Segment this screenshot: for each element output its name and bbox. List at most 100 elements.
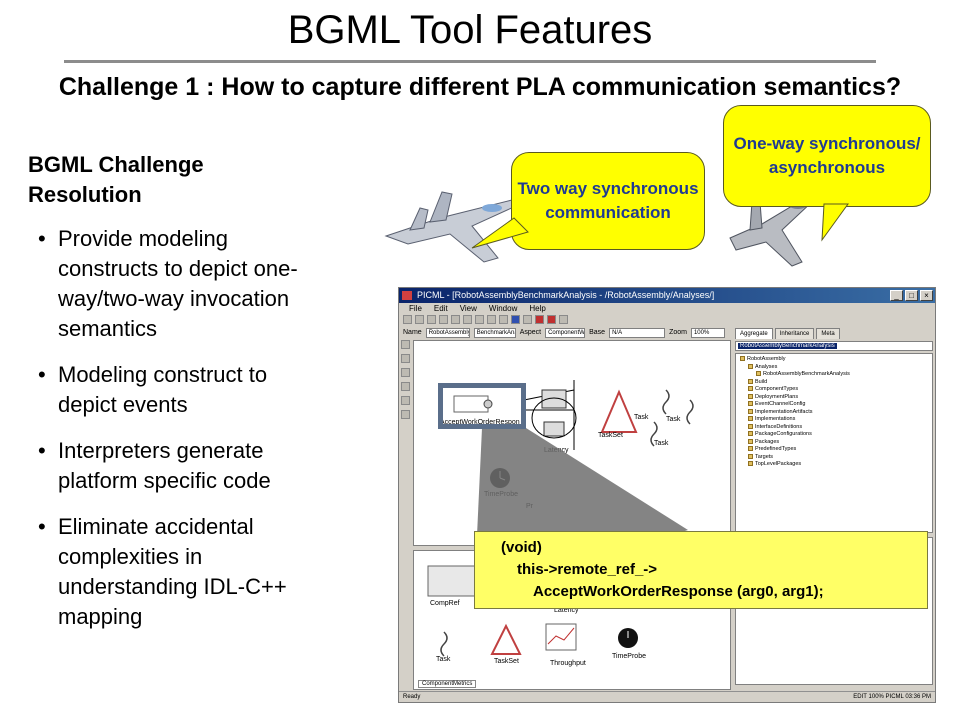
zoom-icon[interactable] [511,315,520,324]
bullet-dot-icon: • [38,438,46,463]
aspect-label: Aspect [519,329,542,336]
folder-icon [748,438,753,444]
palette-tab[interactable]: ComponentMetrics [418,680,477,688]
tree-item-label: Build [755,378,768,385]
palette-label-taskset: TaskSet [494,658,519,665]
status-indicators: EDIT 100% PICML 03:36 PM [853,694,931,700]
undo-icon[interactable] [451,315,460,324]
title-rule [64,60,876,63]
folder-icon [748,461,753,467]
canvas-label-latency: Latency [544,447,569,454]
model-icon [756,371,761,377]
tree-item-label: Analyses [755,363,778,370]
menu-edit[interactable]: Edit [433,304,448,313]
selection-highlight [438,383,526,429]
close-button[interactable]: × [920,290,933,301]
tree-item[interactable]: ComponentTypes [740,386,928,394]
zoom-mode-icon[interactable] [401,396,410,405]
tree-item-label: RobotAssemblyBenchmarkAnalysis [763,371,850,377]
folder-icon [748,431,753,437]
resolution-heading: BGML Challenge Resolution [28,152,204,207]
status-text: Ready [403,694,421,700]
bullet-dot-icon: • [38,514,46,539]
aspect-select[interactable]: ComponentWo [545,327,586,338]
menu-file[interactable]: File [409,304,422,313]
save-icon[interactable] [427,315,436,324]
grid-icon[interactable] [523,315,532,324]
window-title: PICML - [RobotAssemblyBenchmarkAnalysis … [417,290,715,300]
maximize-button[interactable]: □ [905,290,918,301]
callout-pointer [821,203,849,242]
folder-icon [748,416,753,422]
interpreter-icon[interactable] [535,315,544,324]
redo-icon[interactable] [463,315,472,324]
tree-item-label: DeploymentPlans [755,393,799,400]
tree-item-label: PredefinedTypes [755,446,797,452]
tree-item[interactable]: PackageConfigurations [740,431,928,439]
connect-tool-icon[interactable] [401,354,410,363]
name-field[interactable]: RobotAssemblyBenc [425,327,470,338]
visualize-mode-icon[interactable] [401,410,410,419]
zoom-select[interactable]: 100% [690,327,725,338]
tree-item[interactable]: RobotAssembly [740,356,928,364]
menu-view[interactable]: View [459,304,477,313]
browser-selector[interactable]: RobotAssemblyBenchmarkAnalysis [735,341,933,351]
cut-icon[interactable] [475,315,484,324]
tree-item-label: ComponentTypes [755,386,799,392]
folder-icon [748,401,753,407]
copy-icon[interactable] [487,315,496,324]
tree-item[interactable]: ImplementationArtifacts [740,409,928,417]
tree-item[interactable]: Analyses [740,364,928,372]
canvas-label-task: Task [634,414,649,421]
tab-inheritance[interactable]: Inheritance [774,328,815,339]
base-field[interactable]: N/A [609,327,666,338]
folder-icon [748,363,753,369]
folder-icon [740,356,745,362]
bullet-dot-icon: • [38,362,46,387]
tab-aggregate[interactable]: Aggregate [735,328,773,339]
name-label: Name [403,329,422,336]
print-icon[interactable] [439,315,448,324]
bullet-text: Interpreters generate platform specific … [58,438,271,493]
bullet-text: Provide modeling constructs to depict on… [58,226,298,341]
minimize-button[interactable]: _ [890,290,903,301]
new-file-icon[interactable] [403,315,412,324]
status-bar: Ready EDIT 100% PICML 03:36 PM [399,691,935,702]
tree-item[interactable]: TopLevelPackages [740,461,928,469]
tree-item[interactable]: Targets [740,454,928,462]
browser-selected: RobotAssemblyBenchmarkAnalysis [738,343,837,349]
callout-two-way-text: Two way synchronous communication [517,179,699,222]
tree-item[interactable]: PredefinedTypes [740,446,928,454]
tree-item-label: PackageConfigurations [755,431,812,437]
set-mode-icon[interactable] [401,382,410,391]
menu-help[interactable]: Help [529,304,546,313]
pointer-tool-icon[interactable] [401,340,410,349]
tree-item[interactable]: RobotAssemblyBenchmarkAnalysis [740,371,928,379]
callout-one-way-text: One-way synchronous/ asynchronous [733,134,921,177]
window-titlebar[interactable]: PICML - [RobotAssemblyBenchmarkAnalysis … [399,288,935,303]
bullet-text: Modeling construct to depict events [58,362,268,417]
disconnect-tool-icon[interactable] [401,368,410,377]
menu-window[interactable]: Window [488,304,518,313]
tree-item[interactable]: Build [740,379,928,387]
open-file-icon[interactable] [415,315,424,324]
tree-item[interactable]: Implementations [740,416,928,424]
bullet-item: •Provide modeling constructs to depict o… [38,224,328,344]
paste-icon[interactable] [499,315,508,324]
canvas-label-task: Task [666,416,681,423]
export-icon[interactable] [547,315,556,324]
tree-item[interactable]: Packages [740,439,928,447]
bullet-item: • Modeling construct to depict events [38,360,328,420]
callout-pointer [471,217,529,249]
tree-item[interactable]: EventChannelConfig [740,401,928,409]
canvas-label-accept: AcceptWorkOrderRespon [440,419,520,426]
folder-icon [748,378,753,384]
tree-item[interactable]: DeploymentPlans [740,394,928,402]
check-icon[interactable] [559,315,568,324]
tab-meta[interactable]: Meta [816,328,840,339]
folder-icon [748,408,753,414]
model-toolbar: Name RobotAssemblyBenc BenchmarkAnalysis… [399,326,935,339]
tree-item-label: TopLevelPackages [755,461,802,467]
tree-item[interactable]: InterfaceDefinitions [740,424,928,432]
kind-field[interactable]: BenchmarkAnalysis [473,327,516,338]
